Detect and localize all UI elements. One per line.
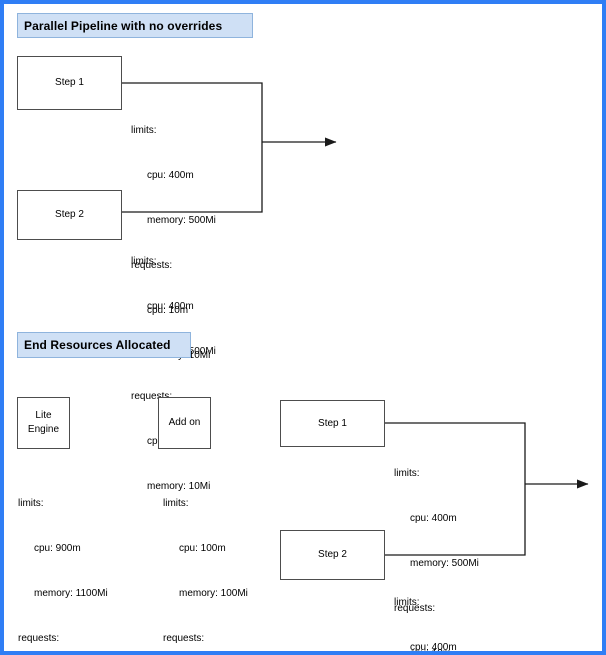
resources-end-step-2: limits: cpu: 400m memory: 500Mi requests… bbox=[394, 565, 479, 655]
limits-label: limits: bbox=[394, 468, 420, 479]
node-parallel-step-1[interactable]: Step 1 bbox=[17, 56, 122, 110]
node-add-on[interactable]: Add on bbox=[158, 397, 211, 449]
limits-cpu: cpu: 400m bbox=[147, 170, 194, 181]
limits-memory: memory: 1100Mi bbox=[34, 588, 108, 599]
limits-cpu: cpu: 900m bbox=[34, 543, 81, 554]
limits-label: limits: bbox=[131, 256, 157, 267]
requests-label: requests: bbox=[131, 391, 173, 402]
limits-memory: memory: 100Mi bbox=[179, 588, 248, 599]
requests-label: requests: bbox=[163, 633, 205, 644]
node-parallel-step-2[interactable]: Step 2 bbox=[17, 190, 122, 240]
node-label: Add on bbox=[168, 417, 201, 428]
node-label: Step 2 bbox=[55, 209, 84, 220]
requests-label: requests: bbox=[394, 603, 436, 614]
limits-cpu: cpu: 400m bbox=[410, 642, 457, 653]
requests-label: requests: bbox=[131, 260, 173, 271]
node-label: Step 2 bbox=[318, 549, 347, 560]
resources-add-on: limits: cpu: 100m memory: 100Mi requests… bbox=[163, 466, 248, 655]
limits-label: limits: bbox=[394, 597, 420, 608]
node-end-step-1[interactable]: Step 1 bbox=[280, 400, 385, 447]
limits-memory: memory: 500Mi bbox=[147, 215, 216, 226]
requests-label: requests: bbox=[18, 633, 60, 644]
limits-cpu: cpu: 400m bbox=[410, 513, 457, 524]
limits-cpu: cpu: 100m bbox=[179, 543, 226, 554]
limits-cpu: cpu: 400m bbox=[147, 301, 194, 312]
section-header-parallel-pipeline: Parallel Pipeline with no overrides bbox=[17, 13, 253, 38]
requests-memory: memory: 10Mi bbox=[147, 481, 211, 492]
section-header-end-resources-allocated: End Resources Allocated bbox=[17, 332, 191, 358]
node-label: Step 1 bbox=[55, 77, 84, 88]
limits-label: limits: bbox=[163, 498, 189, 509]
limits-memory: memory: 500Mi bbox=[410, 558, 479, 569]
requests-cpu: cpu: 10m bbox=[147, 305, 189, 316]
limits-label: limits: bbox=[18, 498, 44, 509]
limits-label: limits: bbox=[131, 125, 157, 136]
node-end-step-2[interactable]: Step 2 bbox=[280, 530, 385, 580]
node-label: Step 1 bbox=[318, 417, 347, 429]
resources-lite-engine: limits: cpu: 900m memory: 1100Mi request… bbox=[18, 466, 108, 655]
